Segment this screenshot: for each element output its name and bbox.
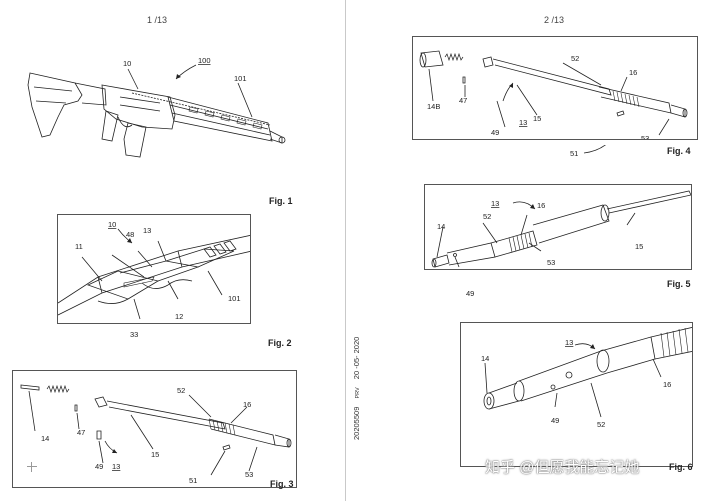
fig3-barrel-exploded-drawing: 52 16 14 47 15 49 13 51 53	[20, 384, 292, 485]
fig5-frame: 13 16 52 14 15 53	[424, 184, 692, 270]
ref-13: 13	[519, 118, 527, 127]
fig3-frame: 52 16 14 47 15 49 13 51 53	[12, 370, 297, 488]
stamp-prv: PRV	[355, 387, 361, 399]
fig1-label: Fig. 1	[269, 196, 293, 206]
ref-11: 11	[75, 242, 83, 251]
ref-13: 13	[491, 199, 499, 208]
ref-52: 52	[483, 212, 491, 221]
watermark: 知乎 @但愿我能忘记她	[485, 459, 640, 476]
ref-53: 53	[641, 134, 649, 140]
fig1-rifle-drawing: 10 100 101	[27, 56, 286, 158]
ref-49: 49	[491, 128, 499, 137]
ref-15: 15	[151, 450, 159, 459]
registration-mark	[27, 462, 37, 472]
fig4-label: Fig. 4	[667, 146, 691, 156]
fig5-label: Fig. 5	[667, 279, 691, 289]
fig4-barrel-exploded-drawing: 52 16 14B 47 13 15 49 53	[419, 50, 688, 140]
stamp-number: 20205509	[352, 406, 361, 440]
patent-page-2: 2 /13	[346, 0, 720, 501]
fig5-barrel-drawing: 13 16 52 14 15 53	[431, 190, 691, 268]
fig6-barrel-end-drawing: 13 14 16 52 49	[481, 327, 692, 429]
page-number: 2 /13	[544, 15, 565, 25]
fig5-ref-49-label: 49	[466, 289, 474, 298]
fig2-label: Fig. 2	[268, 338, 292, 348]
fig2-receiver-drawing: 10 48 13 11 12 101	[58, 220, 250, 321]
ref-16: 16	[537, 201, 545, 210]
ref-53: 53	[245, 470, 253, 479]
ref-48: 48	[126, 230, 134, 239]
fig6-frame: 13 14 16 52 49	[460, 322, 693, 467]
ref-14b: 14B	[427, 102, 440, 111]
patent-page-1: 1 /13	[0, 0, 345, 501]
ref-13: 13	[565, 338, 573, 347]
fig4-ref-51-label: 51	[570, 145, 606, 158]
ref-33: 33	[130, 330, 138, 339]
page-number: 1 /13	[147, 15, 168, 25]
ref-52: 52	[177, 386, 185, 395]
fig3-label: Fig. 3	[270, 479, 294, 489]
ref-14: 14	[41, 434, 49, 443]
ref-16: 16	[663, 380, 671, 389]
ref-10: 10	[108, 220, 116, 229]
fig6-label: Fig. 6	[669, 462, 693, 472]
ref-52: 52	[571, 54, 579, 63]
ref-100: 100	[198, 56, 211, 65]
ref-10: 10	[123, 59, 131, 68]
page-divider	[345, 0, 346, 501]
ref-101: 101	[234, 74, 247, 83]
ref-49: 49	[95, 462, 103, 471]
ref-15: 15	[533, 114, 541, 123]
ref-51: 51	[570, 149, 578, 158]
ref-51: 51	[189, 476, 197, 485]
ref-47: 47	[459, 96, 467, 105]
ref-49: 49	[551, 416, 559, 425]
ref-13: 13	[143, 226, 151, 235]
fig2-frame: 10 48 13 11 12 101	[57, 214, 251, 324]
ref-14: 14	[437, 222, 445, 231]
ref-52: 52	[597, 420, 605, 429]
fig2-ref-33-label: 33	[130, 330, 138, 339]
ref-49: 49	[466, 289, 474, 298]
ref-53: 53	[547, 258, 555, 267]
ref-15: 15	[635, 242, 643, 251]
stamp-date: 20 -05- 2020	[352, 336, 361, 380]
fig4-frame: 52 16 14B 47 13 15 49 53	[412, 36, 698, 140]
ref-16: 16	[629, 68, 637, 77]
ref-14: 14	[481, 354, 489, 363]
ref-16: 16	[243, 400, 251, 409]
ref-13: 13	[112, 462, 120, 471]
ref-47: 47	[77, 428, 85, 437]
ref-12: 12	[175, 312, 183, 321]
ref-101: 101	[228, 294, 241, 303]
filing-stamp: 20205509 PRV 20 -05- 2020	[352, 331, 361, 440]
